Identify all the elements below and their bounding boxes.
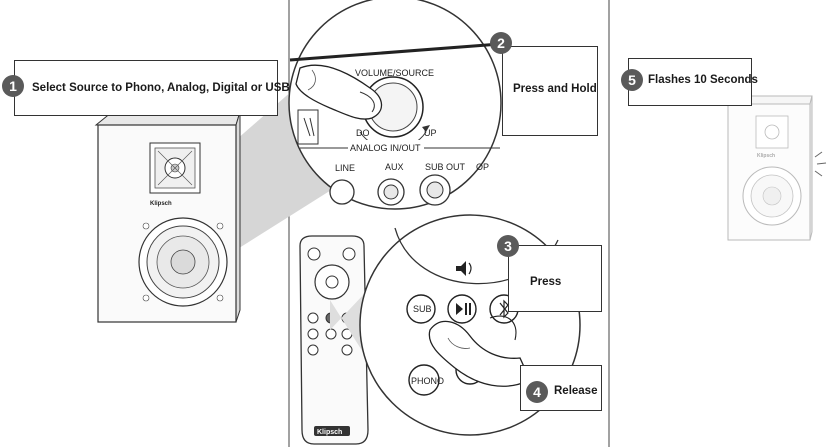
down-label: DO — [356, 128, 370, 138]
play-pause-icon — [447, 294, 477, 324]
step-1-box — [14, 60, 278, 116]
step-5-box — [628, 58, 752, 106]
sub-out-label: SUB OUT — [425, 162, 466, 172]
volume-source-label: VOLUME/SOURCE — [355, 68, 434, 78]
step-3-text: Press — [530, 276, 562, 288]
phono-button-label: PHONO — [411, 376, 444, 386]
volume-knob-magnifier: VOLUME/SOURCE DO UP ANALOG IN/OUT LINE A… — [288, 0, 502, 210]
remote-brand: Klipsch — [317, 429, 342, 436]
up-label: UP — [424, 128, 437, 138]
finger-icon — [295, 64, 383, 120]
opt-label: OP — [476, 162, 489, 172]
step-5-text: Flashes 10 Seconds — [648, 74, 758, 86]
step-1-text: Select Source to Phono, Analog, Digital … — [32, 82, 290, 94]
step-3-badge: 3 — [497, 235, 519, 257]
speaker-brand-2: Klipsch — [757, 153, 775, 159]
remote-icon: Klipsch — [299, 235, 369, 445]
step-2-text: Press and Hold — [513, 83, 597, 95]
speaker-brand: Klipsch — [150, 201, 172, 207]
step-1-badge: 1 — [2, 75, 24, 97]
flash-indicator — [814, 151, 827, 177]
sub-button-label: SUB — [413, 304, 432, 314]
aux-label: AUX — [385, 162, 404, 172]
step-3-box — [508, 245, 602, 312]
step-2-badge: 2 — [490, 32, 512, 54]
step-2-box — [502, 46, 598, 136]
analog-label: ANALOG IN/OUT — [350, 143, 421, 153]
volume-icon — [456, 261, 472, 276]
line-label: LINE — [335, 163, 355, 173]
step-4-text: Release — [554, 385, 598, 397]
speaker-icon-flashing: Klipsch — [726, 95, 813, 241]
step-4-badge: 4 — [526, 381, 548, 403]
step-5-badge: 5 — [621, 69, 643, 91]
speaker-icon: Klipsch — [94, 111, 241, 323]
